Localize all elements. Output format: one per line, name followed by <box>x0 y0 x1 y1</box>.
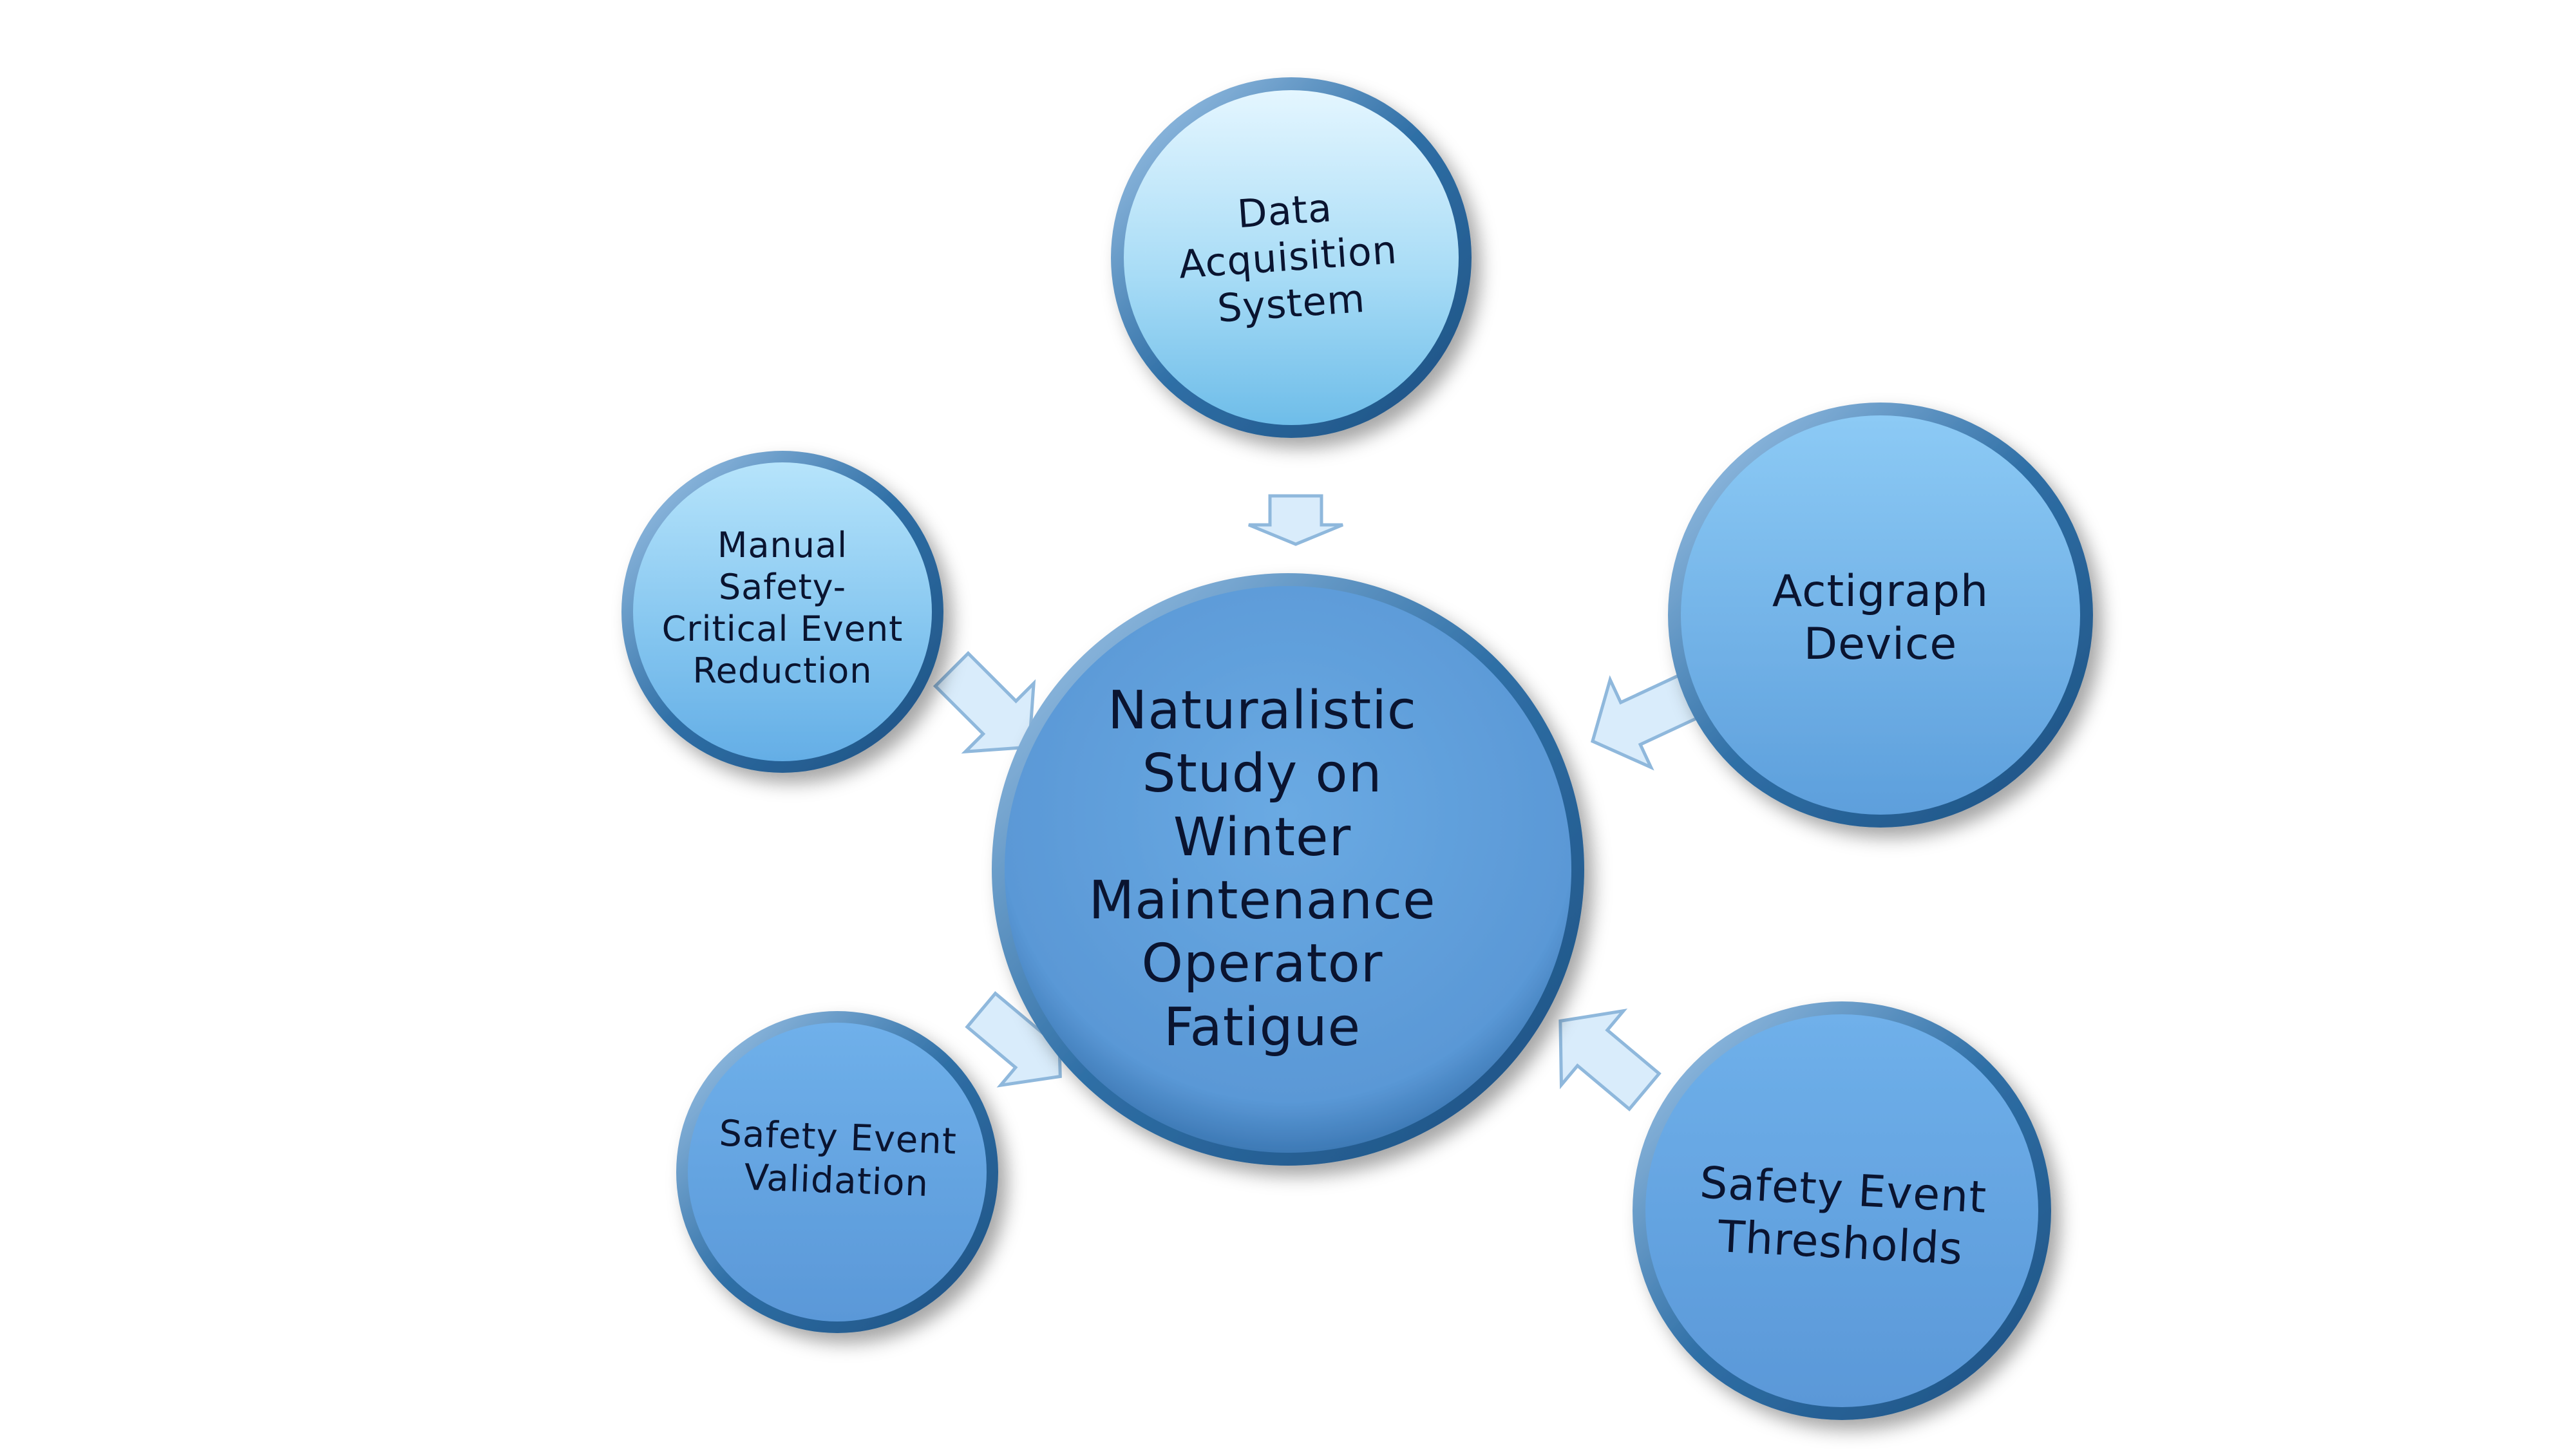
arrow-thresholds <box>1558 1009 1662 1112</box>
arrow-manual <box>933 650 1036 754</box>
node-label-actigraph: Actigraph Device <box>1772 566 1989 670</box>
arrow-actigraph <box>1590 672 1704 771</box>
node-manual-reduction <box>621 451 943 773</box>
hub-node <box>992 573 1584 1166</box>
node-label-thresholds: Safety Event Thresholds <box>1698 1157 1988 1275</box>
node-data-acquisition <box>1111 77 1472 438</box>
arrow-top <box>1248 494 1343 546</box>
node-label-manual-reduction: Manual Safety- Critical Event Reduction <box>661 525 904 691</box>
node-thresholds <box>1633 1001 2051 1420</box>
node-label-data-acquisition: Data Acquisition System <box>1177 185 1399 332</box>
node-actigraph <box>1668 402 2093 828</box>
hub-label: Naturalistic Study on Winter Maintenance… <box>1088 679 1436 1058</box>
node-label-validation: Safety Event Validation <box>718 1112 958 1205</box>
node-validation <box>676 1011 998 1333</box>
